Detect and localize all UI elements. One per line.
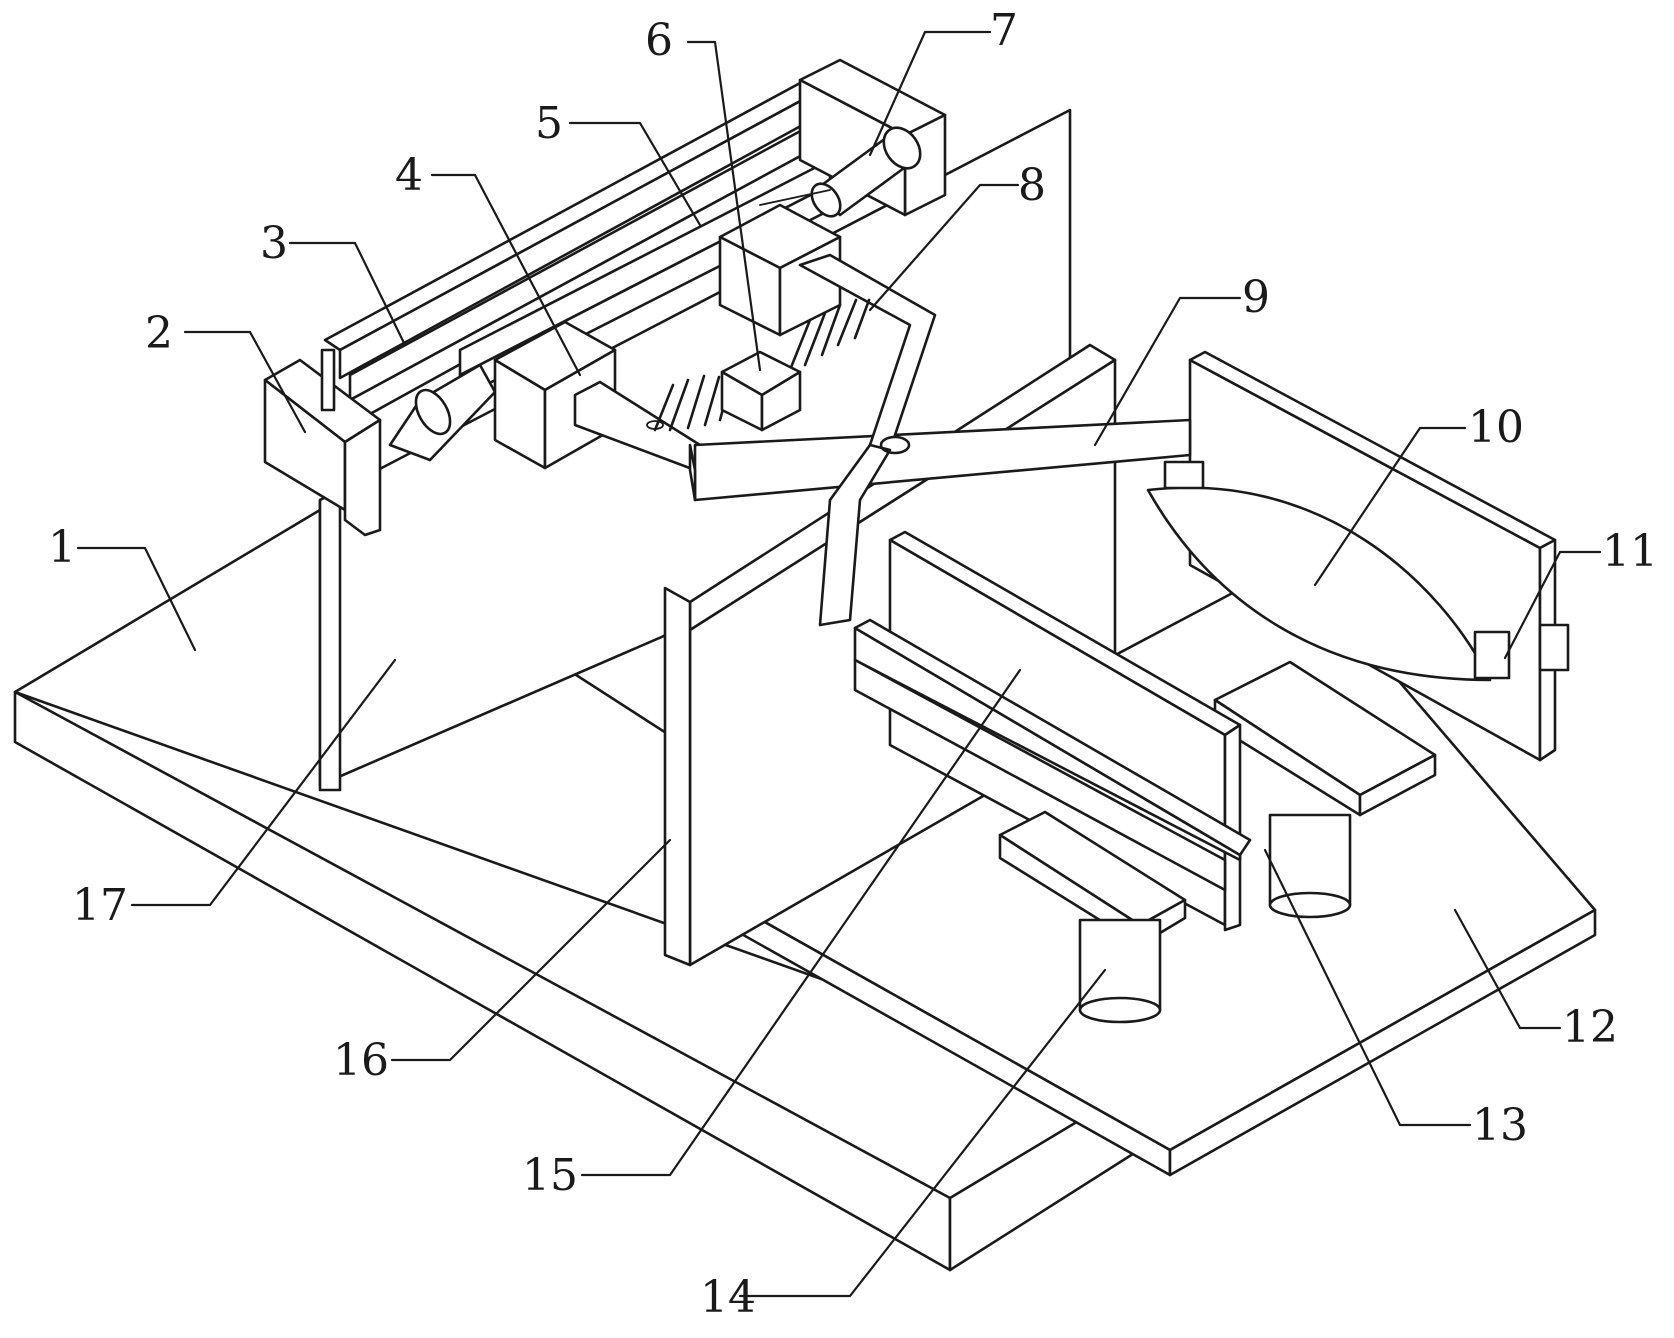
label-3: 3 bbox=[260, 218, 288, 269]
work-table bbox=[1213, 660, 1437, 919]
label-13: 13 bbox=[1472, 1100, 1528, 1151]
label-2: 2 bbox=[145, 308, 173, 359]
label-15: 15 bbox=[522, 1150, 578, 1201]
leader-lines bbox=[76, 30, 1602, 1298]
reference-numerals: 1 2 3 4 5 6 7 8 9 10 11 12 13 14 15 16 1… bbox=[48, 5, 1658, 1323]
label-4: 4 bbox=[395, 150, 423, 201]
upper-block bbox=[718, 203, 842, 337]
label-14: 14 bbox=[700, 1272, 756, 1323]
left-cylinder bbox=[388, 363, 497, 462]
motor-cylinder bbox=[759, 126, 922, 218]
label-16: 16 bbox=[333, 1035, 389, 1086]
left-bracket bbox=[263, 348, 382, 537]
label-17: 17 bbox=[72, 880, 128, 931]
lever-arms bbox=[573, 253, 1192, 627]
label-5: 5 bbox=[535, 98, 563, 149]
press-cylinder bbox=[998, 810, 1187, 1024]
label-12: 12 bbox=[1562, 1002, 1618, 1053]
label-9: 9 bbox=[1242, 272, 1270, 323]
clamp-plate bbox=[853, 530, 1252, 932]
label-7: 7 bbox=[990, 5, 1018, 56]
label-11: 11 bbox=[1602, 526, 1658, 577]
label-10: 10 bbox=[1468, 402, 1524, 453]
small-block bbox=[720, 350, 802, 432]
label-6: 6 bbox=[645, 15, 673, 66]
slider-block bbox=[493, 320, 617, 470]
lens-blade bbox=[1146, 460, 1511, 682]
label-8: 8 bbox=[1018, 160, 1046, 211]
label-1: 1 bbox=[48, 522, 76, 573]
spring-coils bbox=[646, 298, 871, 432]
